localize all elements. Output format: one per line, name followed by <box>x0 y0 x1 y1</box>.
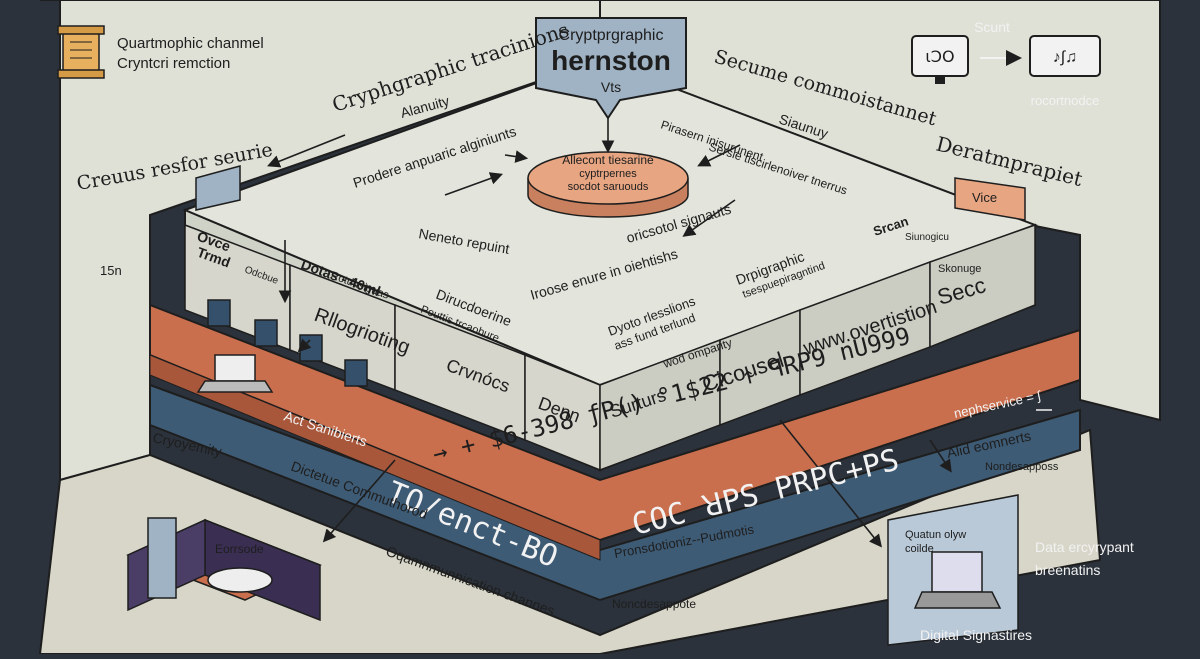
disk-line-2: cyptrpernes <box>579 168 637 180</box>
nodes-label: Nondesapposs <box>985 461 1059 473</box>
nondes-label: Noncdesappote <box>612 597 696 611</box>
disk-line-1: Allecont tiesarine <box>562 153 654 167</box>
block6-sub: Siunogicu <box>905 232 949 243</box>
vice-badge <box>954 177 1026 221</box>
center-disk <box>527 151 689 218</box>
vice-tag: Vice <box>972 190 997 205</box>
block-row-right <box>599 223 1036 472</box>
waveform-icon: ♪∫♫ <box>1029 35 1101 77</box>
data-line-2: breenatins <box>1035 562 1100 578</box>
device-text-2: coilde <box>905 543 934 555</box>
device-panel <box>887 494 1019 646</box>
left-number: 15n <box>100 263 122 278</box>
laptop-icon <box>196 354 274 393</box>
server-room <box>126 517 322 622</box>
device-text-1: Quatun olyw <box>905 529 966 541</box>
orange-shelf <box>149 354 601 561</box>
monitor-icon: ꙇꓛꓳ <box>911 35 969 84</box>
legend-line-2: Cryntcri remction <box>117 55 230 72</box>
title-badge <box>535 17 687 120</box>
left-wall-badge <box>195 165 241 211</box>
scroll-icon <box>57 25 105 79</box>
badge-line-3: Vts <box>601 79 621 95</box>
top-right-caption: rocortnodce <box>1031 93 1100 108</box>
svg-text:ꙇꓛꓳ: ꙇꓛꓳ <box>925 49 954 66</box>
data-line-1: Data ercyrypant <box>1035 539 1134 555</box>
digital-signatures: Digital Signastires <box>920 627 1032 643</box>
block6-sub2: Skonuge <box>938 263 981 275</box>
eorrsode-label: Eorrsode <box>215 542 264 556</box>
badge-line-1: Cryptprgraphic <box>559 27 664 44</box>
connector-arrows <box>267 118 952 548</box>
legend-line-1: Quartmophic chanmel <box>117 35 264 52</box>
cube-icons <box>207 299 368 387</box>
top-right-label: Scunt <box>974 19 1010 35</box>
svg-text:♪∫♫: ♪∫♫ <box>1053 49 1077 66</box>
disk-line-3: socdot saruouds <box>568 181 649 193</box>
badge-line-2: hernston <box>551 45 671 76</box>
